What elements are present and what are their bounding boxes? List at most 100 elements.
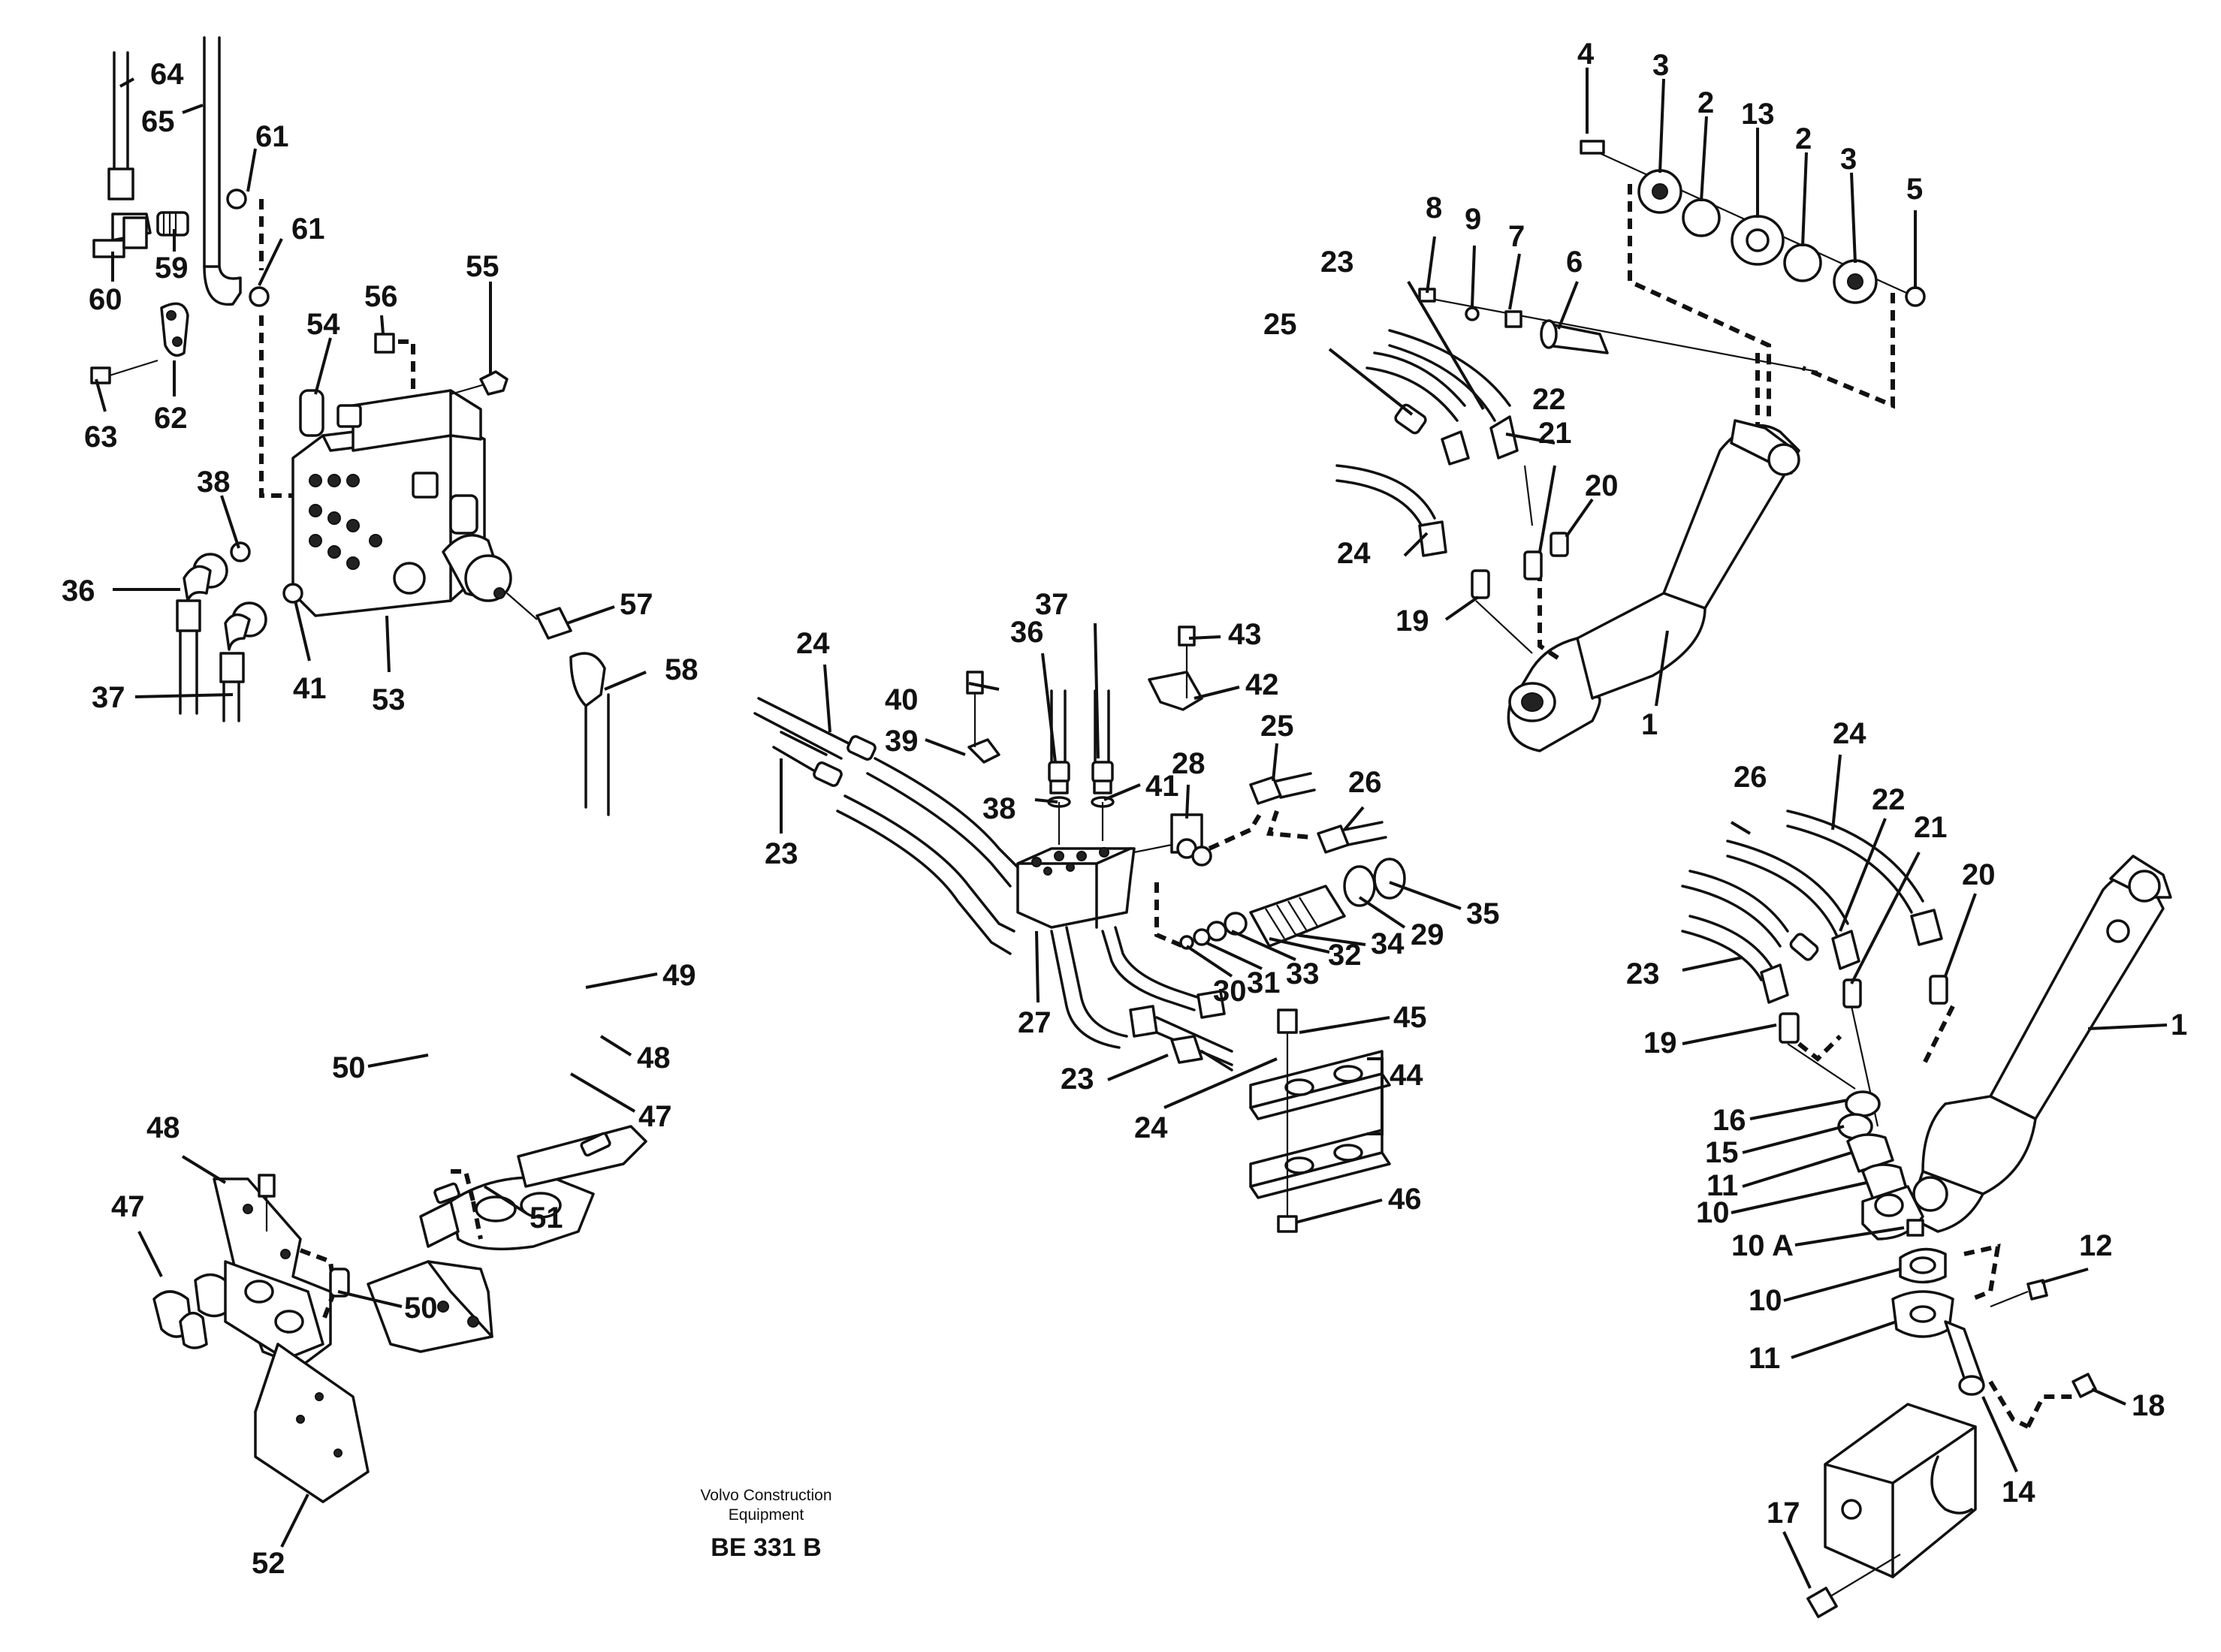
callout-17: 17 bbox=[1767, 1497, 1800, 1530]
callout-26: 26 bbox=[1348, 766, 1382, 799]
callout-labels: 64 65 61 61 59 60 63 62 54 56 55 38 36 3… bbox=[62, 38, 2187, 1580]
callout-61: 61 bbox=[255, 120, 289, 153]
callout-43: 43 bbox=[1228, 618, 1262, 651]
callout-47: 47 bbox=[638, 1100, 672, 1133]
callout-38: 38 bbox=[197, 466, 231, 499]
manifold-assembly bbox=[753, 626, 1406, 1233]
caption-company: Volvo Construction bbox=[700, 1487, 831, 1504]
callout-62: 62 bbox=[154, 402, 188, 435]
callout-55: 55 bbox=[466, 250, 499, 283]
callout-46: 46 bbox=[1388, 1183, 1422, 1216]
callout-11: 11 bbox=[1749, 1342, 1780, 1375]
callout-22: 22 bbox=[1872, 783, 1906, 816]
callout-2: 2 bbox=[1795, 122, 1812, 155]
callout-50: 50 bbox=[404, 1292, 438, 1325]
callout-52: 52 bbox=[252, 1547, 285, 1580]
callout-42: 42 bbox=[1245, 668, 1279, 701]
callout-28: 28 bbox=[1172, 747, 1206, 780]
diagram-caption: Volvo Construction Equipment BE 331 B bbox=[700, 1487, 831, 1562]
callout-23: 23 bbox=[765, 837, 798, 870]
callout-48: 48 bbox=[146, 1111, 180, 1144]
callout-27: 27 bbox=[1018, 1006, 1052, 1039]
callout-21: 21 bbox=[1538, 417, 1572, 450]
callout-32: 32 bbox=[1328, 939, 1362, 972]
callout-4: 4 bbox=[1577, 38, 1595, 71]
callout-34: 34 bbox=[1371, 927, 1405, 960]
callout-1: 1 bbox=[2171, 1008, 2187, 1042]
callout-13: 13 bbox=[1741, 98, 1775, 131]
callout-47: 47 bbox=[111, 1190, 145, 1223]
callout-20: 20 bbox=[1585, 469, 1619, 502]
callout-24: 24 bbox=[796, 627, 830, 660]
leader-lines bbox=[95, 68, 2168, 1589]
cylinder-assembly-upper bbox=[1335, 140, 1926, 752]
callout-65: 65 bbox=[141, 105, 175, 138]
callout-37: 37 bbox=[92, 681, 125, 714]
callout-6: 6 bbox=[1566, 246, 1583, 279]
callout-15: 15 bbox=[1705, 1136, 1739, 1169]
callout-36: 36 bbox=[62, 574, 95, 607]
callout-10: 10 bbox=[1749, 1284, 1782, 1317]
callout-18: 18 bbox=[2132, 1389, 2165, 1422]
callout-44: 44 bbox=[1390, 1059, 1423, 1092]
callout-5: 5 bbox=[1906, 173, 1923, 206]
callout-24: 24 bbox=[1134, 1111, 1168, 1144]
callout-51: 51 bbox=[530, 1201, 563, 1234]
callout-25: 25 bbox=[1260, 710, 1294, 743]
callout-20: 20 bbox=[1962, 858, 1996, 891]
callout-2: 2 bbox=[1697, 86, 1714, 119]
callout-10A: 10 A bbox=[1731, 1229, 1794, 1262]
callout-53: 53 bbox=[372, 683, 406, 716]
callout-57: 57 bbox=[620, 588, 653, 621]
callout-7: 7 bbox=[1508, 220, 1525, 253]
callout-38: 38 bbox=[982, 792, 1016, 825]
callout-35: 35 bbox=[1466, 897, 1500, 930]
callout-36: 36 bbox=[1010, 616, 1044, 649]
callout-9: 9 bbox=[1465, 203, 1481, 236]
callout-33: 33 bbox=[1286, 957, 1320, 990]
callout-19: 19 bbox=[1643, 1026, 1677, 1060]
callout-12: 12 bbox=[2079, 1229, 2113, 1262]
callout-41: 41 bbox=[1145, 770, 1179, 803]
callout-31: 31 bbox=[1247, 966, 1281, 999]
callout-56: 56 bbox=[364, 280, 398, 313]
bracket-assembly-upper bbox=[367, 1125, 647, 1353]
callout-25: 25 bbox=[1263, 308, 1297, 341]
callout-59: 59 bbox=[155, 252, 189, 285]
callout-21: 21 bbox=[1914, 811, 1948, 844]
callout-54: 54 bbox=[306, 308, 340, 341]
callout-49: 49 bbox=[662, 959, 696, 992]
callout-29: 29 bbox=[1411, 918, 1444, 951]
callout-10: 10 bbox=[1696, 1196, 1730, 1229]
callout-40: 40 bbox=[885, 683, 919, 716]
callout-23: 23 bbox=[1061, 1063, 1094, 1096]
cylinder-assembly-lower bbox=[1681, 809, 2172, 1618]
callout-63: 63 bbox=[84, 421, 118, 454]
callout-23: 23 bbox=[1320, 246, 1354, 279]
callout-58: 58 bbox=[665, 653, 699, 686]
callout-45: 45 bbox=[1393, 1001, 1427, 1034]
callout-16: 16 bbox=[1713, 1104, 1746, 1137]
callout-60: 60 bbox=[89, 283, 122, 316]
callout-41: 41 bbox=[293, 672, 327, 705]
callout-19: 19 bbox=[1396, 604, 1429, 638]
control-valve-group bbox=[90, 36, 610, 816]
caption-equipment: Equipment bbox=[729, 1506, 804, 1524]
callout-48: 48 bbox=[637, 1042, 671, 1075]
callout-26: 26 bbox=[1734, 761, 1767, 794]
caption-code: BE 331 B bbox=[711, 1533, 821, 1562]
callout-23: 23 bbox=[1626, 957, 1660, 990]
callout-1: 1 bbox=[1641, 708, 1658, 741]
callout-22: 22 bbox=[1532, 383, 1566, 416]
callout-24: 24 bbox=[1337, 537, 1371, 570]
callout-61: 61 bbox=[291, 213, 325, 246]
callout-14: 14 bbox=[2002, 1476, 2035, 1509]
callout-8: 8 bbox=[1426, 191, 1442, 225]
callout-50: 50 bbox=[332, 1051, 366, 1084]
callout-3: 3 bbox=[1840, 143, 1857, 176]
callout-24: 24 bbox=[1833, 717, 1866, 750]
callout-37: 37 bbox=[1035, 588, 1069, 621]
bracket-assembly-lower bbox=[152, 1174, 370, 1503]
callout-3: 3 bbox=[1652, 49, 1669, 82]
